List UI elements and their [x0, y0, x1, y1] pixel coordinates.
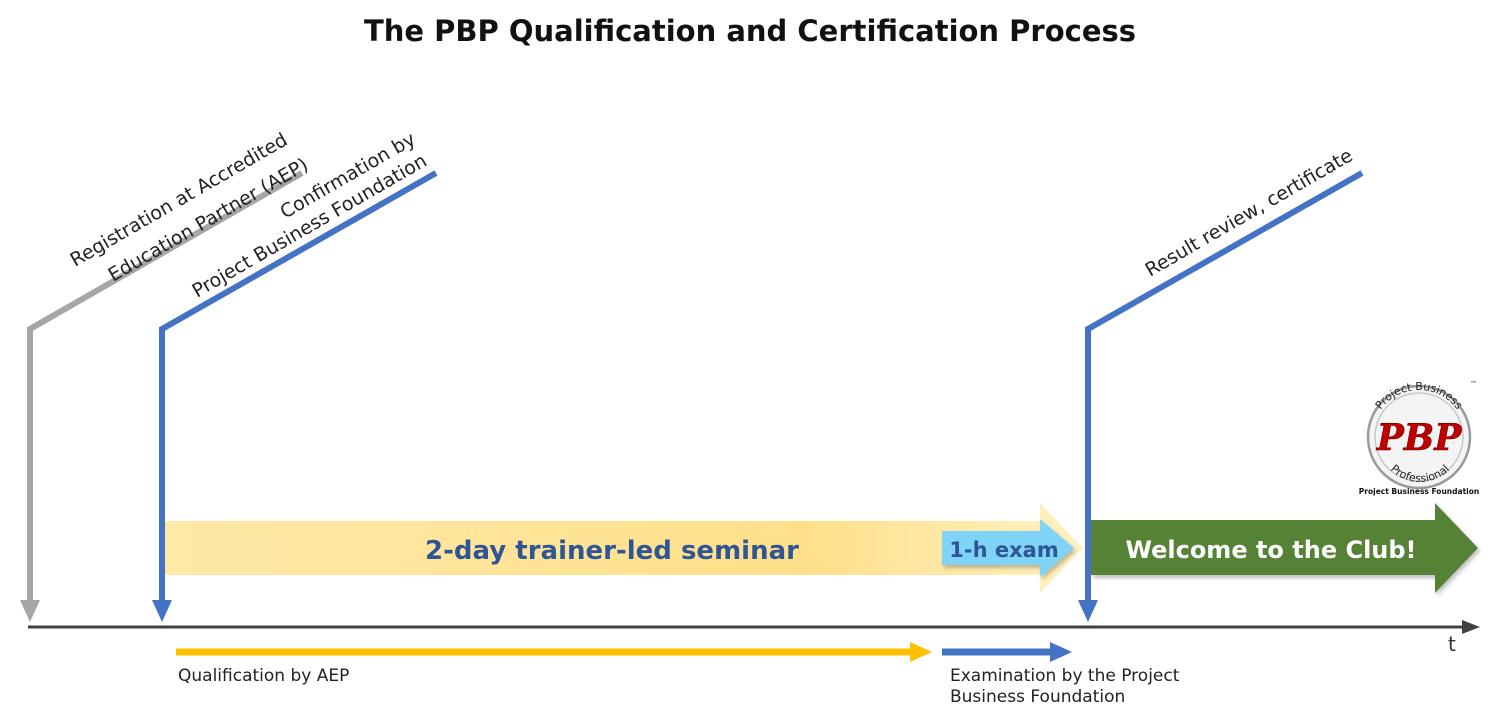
examination-caption-line2: Business Foundation	[950, 687, 1126, 707]
axis-label: t	[1448, 632, 1456, 656]
seminar-label: 2-day trainer-led seminar	[425, 536, 799, 566]
examination-arrow	[942, 642, 1072, 662]
logo-bottom-text: Professional	[1388, 462, 1452, 485]
logo-initials: PBP	[1376, 417, 1462, 459]
welcome-label: Welcome to the Club!	[1125, 536, 1416, 564]
examination-caption: Examination by the Project Business Foun…	[950, 666, 1179, 708]
confirmation-milestone-line	[152, 170, 438, 622]
welcome-arrow	[1091, 503, 1478, 593]
time-axis	[28, 620, 1480, 634]
result-milestone-line	[1078, 170, 1364, 622]
logo-tm: ™	[1470, 380, 1477, 388]
logo-caption: Project Business Foundation	[1359, 487, 1479, 496]
examination-caption-line1: Examination by the Project	[950, 666, 1180, 686]
qualification-caption: Qualification by AEP	[178, 666, 350, 686]
exam-label: 1-h exam	[949, 538, 1058, 562]
result-label: Result review, certificate	[1142, 145, 1357, 282]
registration-milestone-line	[20, 170, 304, 622]
pbp-logo: Project Business Professional PBP ™ Proj…	[1359, 380, 1479, 496]
qualification-arrow	[176, 642, 932, 662]
diagram-title: The PBP Qualification and Certification …	[363, 14, 1137, 48]
exam-arrow	[942, 519, 1074, 577]
seminar-arrow	[163, 503, 1083, 593]
